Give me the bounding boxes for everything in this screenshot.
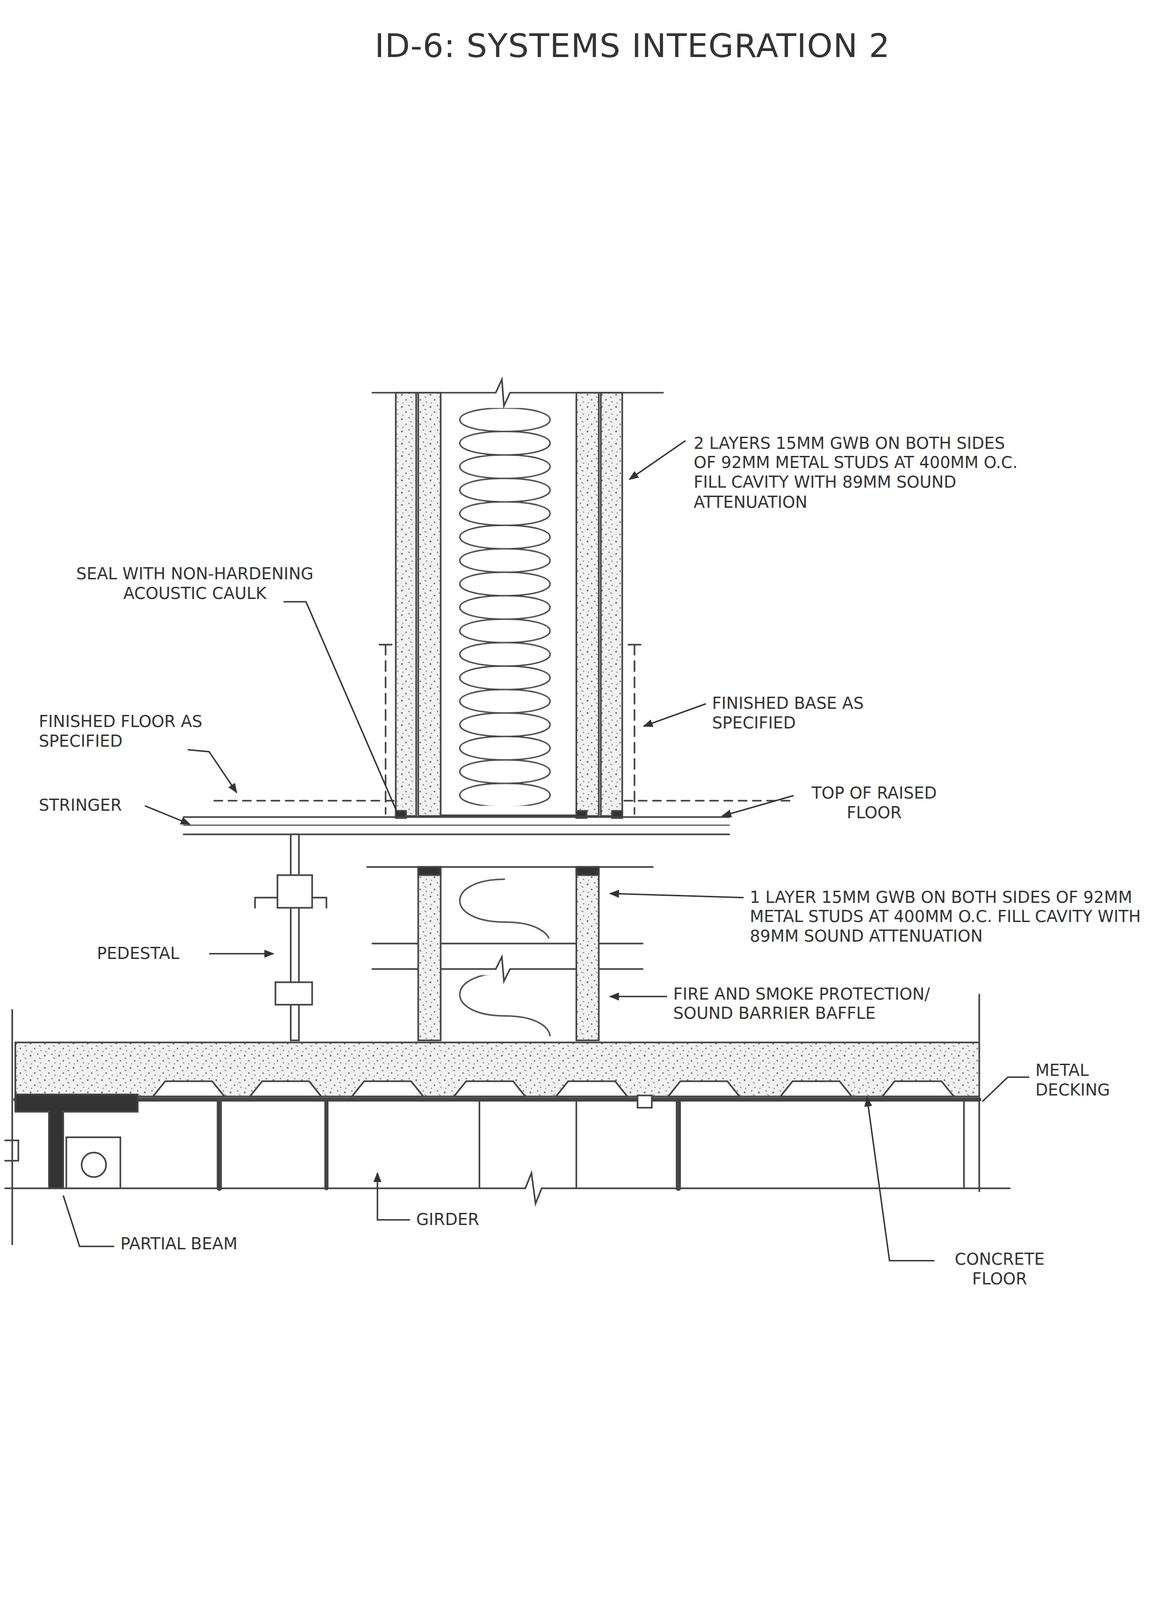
part-name: PARTIAL BEAM [120, 1234, 238, 1255]
part-name: PEDESTAL [96, 943, 180, 964]
caulk-note: SEAL WITH NON-HARDENING ACOUSTIC CAULK [61, 563, 329, 604]
sheet-title: ID-6: SYSTEMS INTEGRATION 2 [374, 26, 891, 66]
part-name: STRINGER [38, 795, 122, 816]
plenum-wall-note: 1 LAYER 15MM GWB ON BOTH SIDES OF 92MM M… [749, 887, 1158, 947]
part-name: CONCRETE FLOOR [938, 1249, 1061, 1289]
floor-finish-note: FINISHED FLOOR AS SPECIFIED [38, 712, 215, 752]
part-name: GIRDER [416, 1209, 480, 1230]
part-name: METAL DECKING [1035, 1060, 1148, 1101]
raised-floor-note: TOP OF RAISED FLOOR [797, 783, 951, 823]
baffle-note: FIRE AND SMOKE PROTECTION/ SOUND BARRIER… [673, 984, 980, 1024]
base-note: FINISHED BASE AS SPECIFIED [712, 693, 911, 733]
wall-assembly-note: 2 LAYERS 15MM GWB ON BOTH SIDES OF 92MM … [693, 433, 1020, 512]
